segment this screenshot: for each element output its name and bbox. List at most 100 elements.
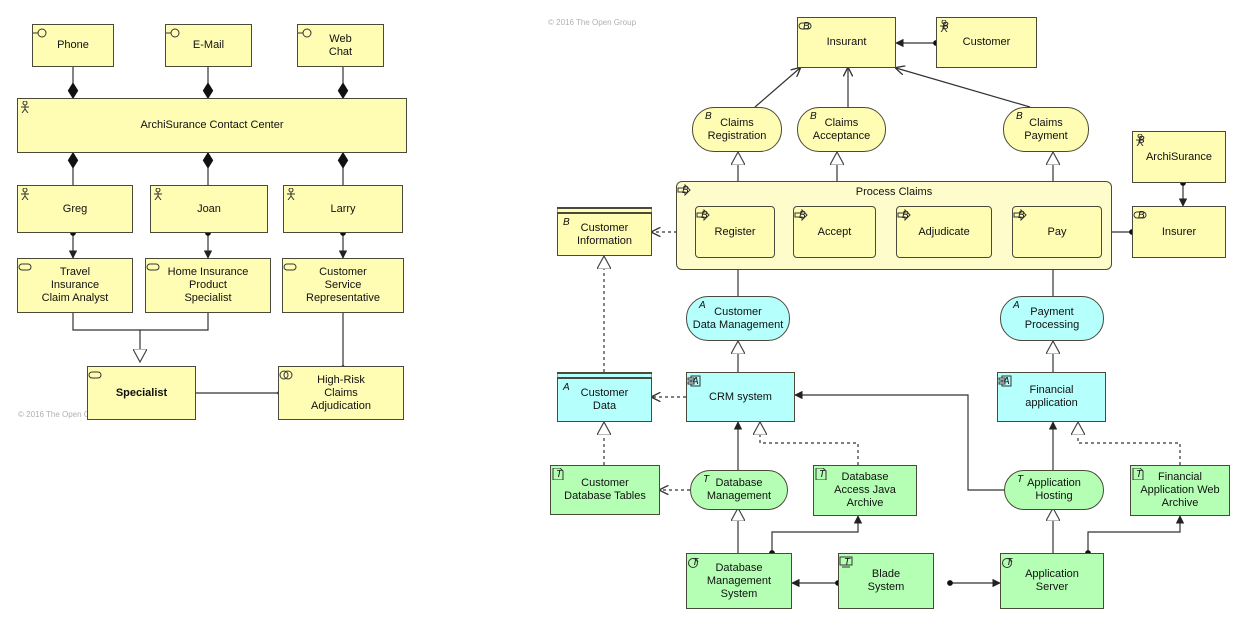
specialist-label: Specialist bbox=[115, 386, 168, 399]
accept-label: Accept bbox=[817, 225, 852, 238]
type-letter: T bbox=[1006, 557, 1013, 568]
role-icon bbox=[88, 371, 102, 379]
claims-payment-label: Claims Payment bbox=[1024, 116, 1068, 142]
interface-icon bbox=[166, 28, 180, 38]
customer-data-object[interactable]: A Customer Data bbox=[557, 372, 652, 422]
dbms-label: Database Management System bbox=[706, 561, 772, 600]
type-letter: B bbox=[902, 210, 909, 221]
artifact-icon bbox=[1132, 468, 1144, 480]
blade-label: Blade System bbox=[867, 568, 905, 593]
fin-web-archive-label: Financial Application Web Archive bbox=[1140, 471, 1220, 509]
type-letter: B bbox=[803, 21, 810, 32]
device-icon bbox=[839, 556, 853, 568]
type-letter: T bbox=[1136, 469, 1143, 480]
role-icon bbox=[18, 263, 32, 271]
type-letter: B bbox=[1138, 210, 1145, 221]
claims-registration-label: Claims Registration bbox=[707, 116, 767, 142]
actor-icon bbox=[940, 20, 948, 32]
travel-analyst-label: Travel Insurance Claim Analyst bbox=[41, 266, 109, 304]
service-rep-label: Customer Service Representative bbox=[306, 266, 380, 304]
dbms-system-software[interactable]: T Database Management System bbox=[686, 553, 792, 609]
customer-information-object[interactable]: B Customer Information bbox=[557, 207, 652, 256]
artifact-icon bbox=[815, 468, 827, 480]
high-risk-claims-collaboration[interactable]: High-Risk Claims Adjudication bbox=[278, 366, 404, 420]
type-letter: A bbox=[699, 300, 706, 311]
role-specialist[interactable]: Specialist bbox=[87, 366, 196, 420]
type-letter: B bbox=[563, 217, 570, 228]
phone-interface[interactable]: Phone bbox=[32, 24, 114, 67]
type-letter: B bbox=[1016, 111, 1023, 122]
app-server-label: Application Server bbox=[1025, 568, 1079, 593]
larry-label: Larry bbox=[330, 202, 356, 215]
contact-center-collaboration[interactable]: ArchiSurance Contact Center bbox=[17, 98, 407, 153]
customer-label: Customer bbox=[962, 36, 1011, 48]
application-server-system-software[interactable]: T Application Server bbox=[1000, 553, 1104, 609]
cdm-label: Customer Data Management bbox=[692, 305, 784, 331]
customer-data-label: Customer Data bbox=[580, 387, 629, 412]
home-specialist-label: Home Insurance Product Specialist bbox=[167, 266, 249, 304]
role-home-product-specialist[interactable]: Home Insurance Product Specialist bbox=[145, 258, 271, 313]
role-travel-claim-analyst[interactable]: Travel Insurance Claim Analyst bbox=[17, 258, 133, 313]
db-mgmt-label: Database Management bbox=[706, 477, 772, 502]
artifact-icon bbox=[552, 468, 564, 480]
role-icon bbox=[1133, 211, 1147, 219]
webchat-interface[interactable]: Web Chat bbox=[297, 24, 384, 67]
collaboration-icon bbox=[279, 370, 293, 380]
actor-joan[interactable]: Joan bbox=[150, 185, 268, 233]
type-letter: B bbox=[810, 111, 817, 122]
role-icon bbox=[798, 22, 812, 30]
customer-information-label: Customer Information bbox=[576, 221, 633, 247]
actor-greg[interactable]: Greg bbox=[17, 185, 133, 233]
crm-label: CRM system bbox=[709, 390, 772, 403]
archisurance-actor[interactable]: BArchiSurance bbox=[1132, 131, 1226, 183]
actor-larry[interactable]: Larry bbox=[283, 185, 403, 233]
claims-acceptance-label: Claims Acceptance bbox=[812, 116, 871, 142]
type-letter: A bbox=[1013, 300, 1020, 311]
register-label: Register bbox=[714, 225, 756, 238]
type-letter: T bbox=[1017, 474, 1024, 485]
type-letter: T bbox=[819, 469, 826, 480]
actor-icon bbox=[287, 188, 295, 200]
adjudicate-label: Adjudicate bbox=[918, 225, 970, 238]
interface-icon bbox=[33, 28, 47, 38]
process-arrow-icon bbox=[1013, 209, 1027, 221]
phone-label: Phone bbox=[57, 39, 89, 51]
insurant-label: Insurant bbox=[826, 36, 867, 48]
type-letter: B bbox=[705, 111, 712, 122]
type-letter: A bbox=[1003, 376, 1010, 387]
role-customer-service-rep[interactable]: Customer Service Representative bbox=[282, 258, 404, 313]
email-interface[interactable]: E-Mail bbox=[165, 24, 252, 67]
type-letter: T bbox=[692, 557, 699, 568]
process-arrow-icon bbox=[897, 209, 911, 221]
financial-application-component[interactable]: A Financial application bbox=[997, 372, 1106, 422]
component-icon bbox=[687, 375, 701, 387]
app-hosting-label: Application Hosting bbox=[1027, 477, 1081, 502]
adjudicate-process[interactable]: B Adjudicate bbox=[896, 206, 992, 258]
type-letter: B bbox=[1018, 210, 1025, 221]
process-arrow-icon bbox=[794, 209, 808, 221]
component-icon bbox=[998, 375, 1012, 387]
email-label: E-Mail bbox=[192, 39, 225, 51]
process-claims-label: Process Claims bbox=[855, 186, 933, 198]
financial-app-label: Financial application bbox=[1025, 384, 1078, 409]
type-letter: A bbox=[563, 382, 570, 393]
db-tables-label: Customer Database Tables bbox=[564, 477, 646, 502]
insurant-role[interactable]: B Insurant bbox=[797, 17, 896, 68]
